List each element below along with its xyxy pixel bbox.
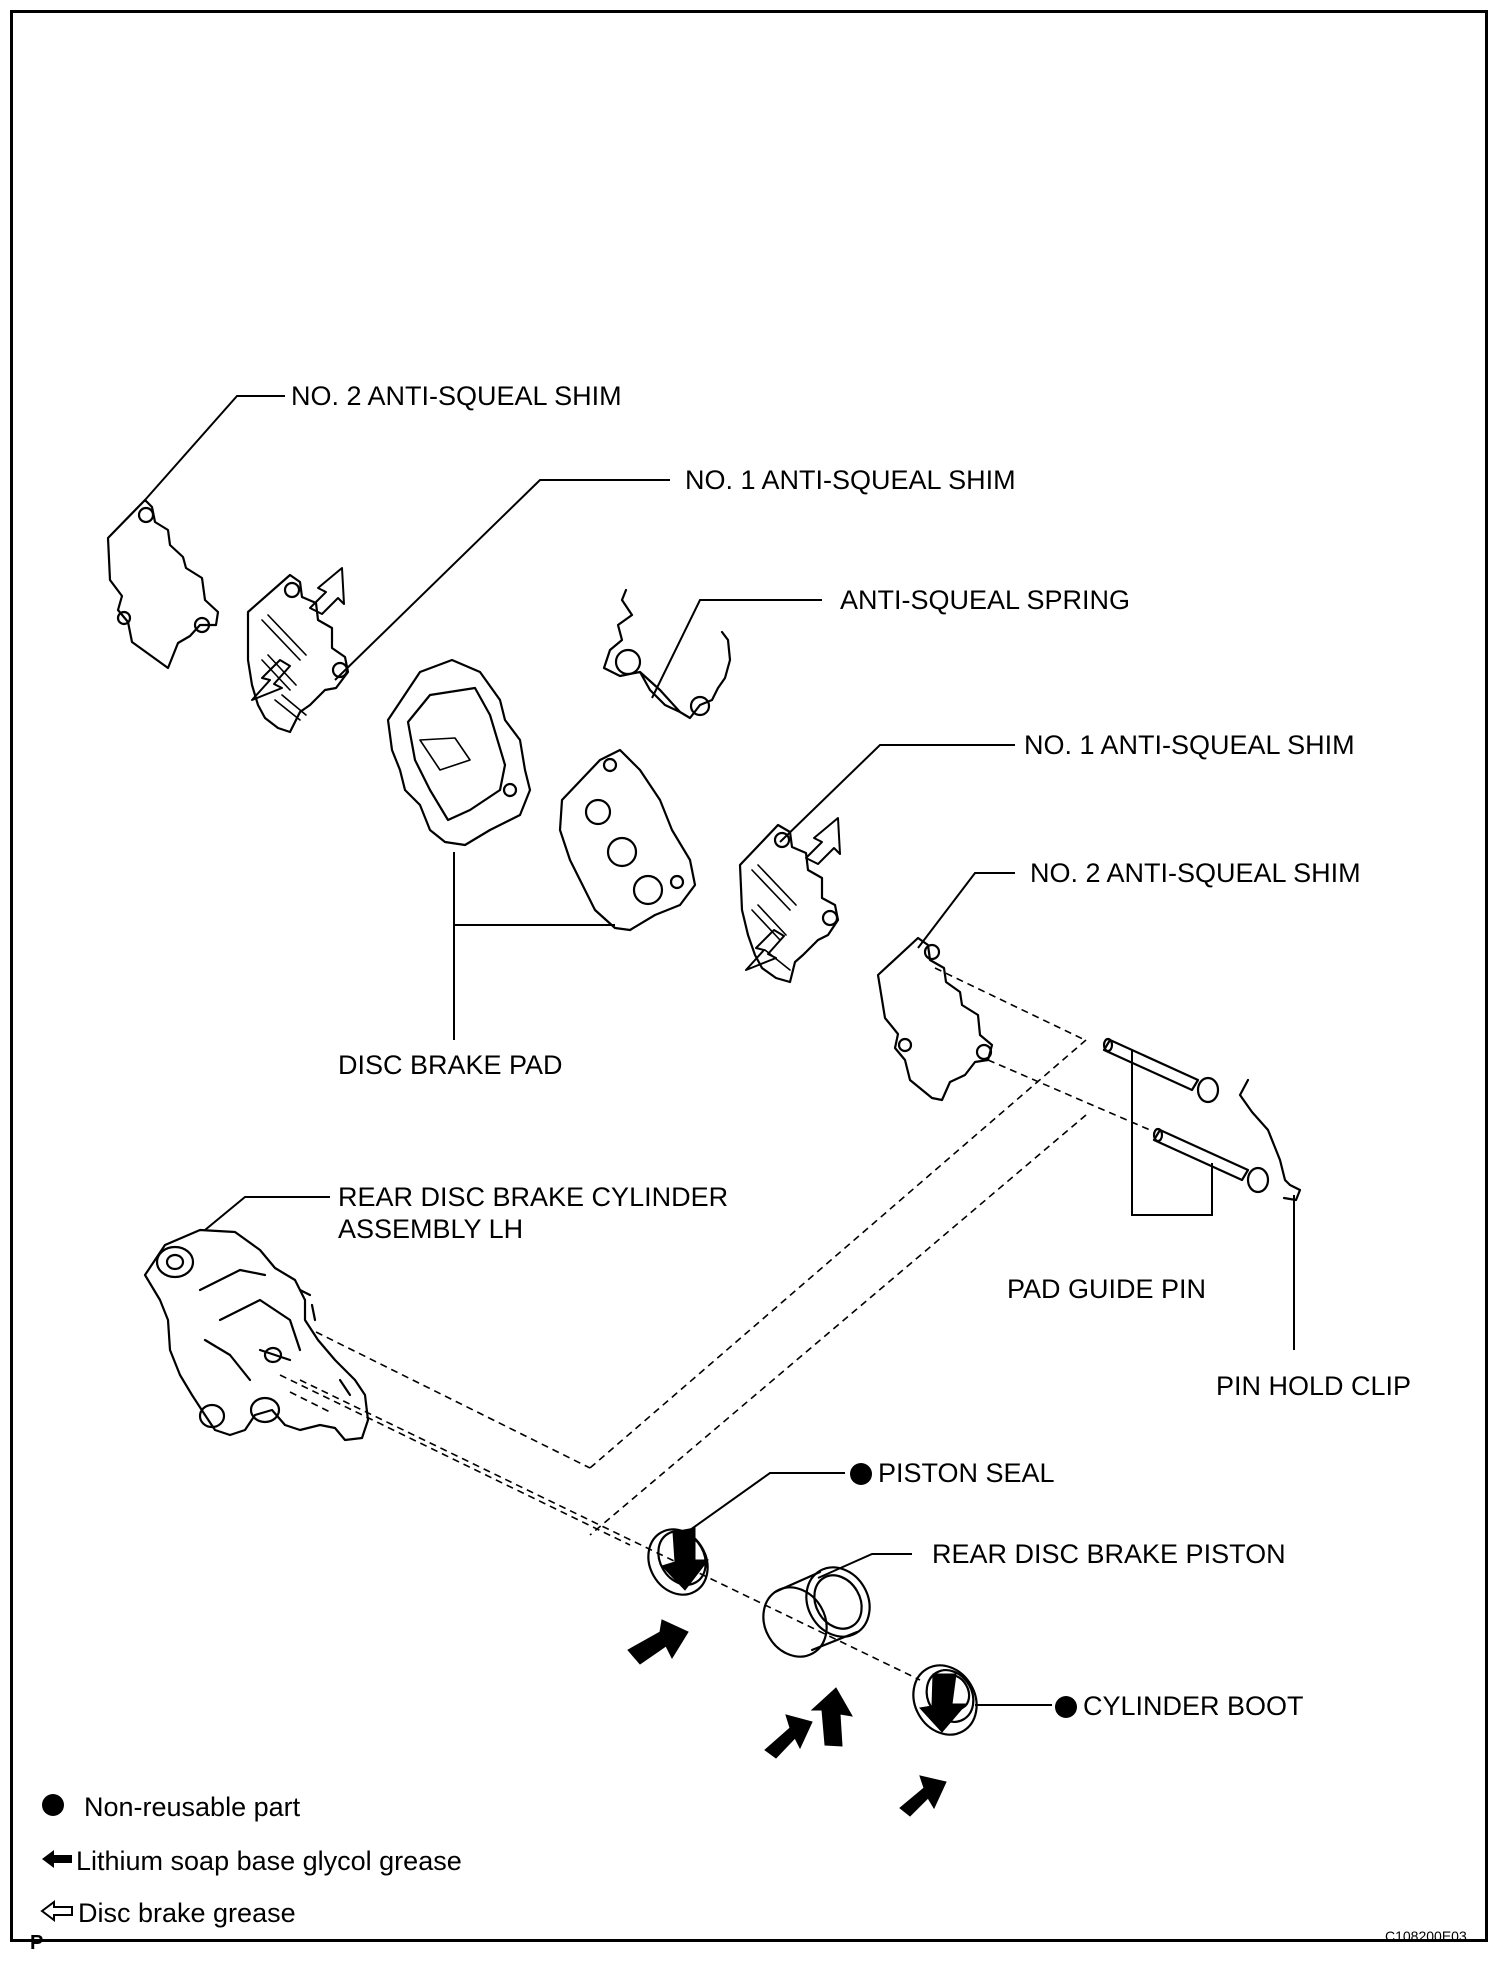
rear-disc-brake-piston (762, 1566, 871, 1658)
label-no1-anti-squeal-shim-top: NO. 1 ANTI-SQUEAL SHIM (685, 465, 1016, 495)
non-reusable-dot-icon (1055, 1696, 1077, 1718)
pin-hold-clip (1238, 1078, 1302, 1202)
lithium-arrow-piston-2 (810, 1687, 853, 1747)
disc-grease-arrow-1 (309, 567, 345, 615)
legend-disc-grease-text: Disc brake grease (78, 1898, 296, 1928)
leader-disc-brake-pad (453, 852, 615, 1040)
legend-non-reusable: Non-reusable part (40, 1792, 300, 1823)
filled-circle-icon (40, 1792, 84, 1823)
label-piston-seal: PISTON SEAL (850, 1457, 1055, 1489)
label-anti-squeal-spring: ANTI-SQUEAL SPRING (840, 585, 1131, 615)
label-pad-guide-pin: PAD GUIDE PIN (1007, 1274, 1207, 1304)
leader-pad-guide-pin (1131, 1050, 1213, 1216)
label-rear-disc-brake-piston: REAR DISC BRAKE PISTON (932, 1539, 1286, 1569)
legend-disc-grease: Disc brake grease (40, 1898, 296, 1929)
corner-letter: P (30, 1932, 44, 1954)
non-reusable-dot-icon (850, 1463, 872, 1485)
disc-brake-pad-1 (386, 658, 532, 847)
label-no1-anti-squeal-shim-right: NO. 1 ANTI-SQUEAL SHIM (1024, 730, 1355, 760)
disc-grease-arrow-2 (251, 659, 291, 701)
lithium-arrow-seal-bottom (627, 1619, 689, 1665)
label-disc-brake-pad: DISC BRAKE PAD (338, 1050, 563, 1080)
anti-squeal-spring (602, 588, 732, 720)
no1-shim-right (738, 823, 840, 984)
lithium-arrow-boot-top (919, 1673, 968, 1733)
no1-shim-left (246, 573, 350, 734)
label-cylinder-boot: CYLINDER BOOT (1055, 1690, 1304, 1722)
label-no2-anti-squeal-shim-top: NO. 2 ANTI-SQUEAL SHIM (291, 381, 622, 411)
no2-shim-right (876, 936, 994, 1102)
label-piston-seal-text: PISTON SEAL (878, 1458, 1055, 1488)
leader-no1-shim-top (334, 479, 670, 681)
legend-lithium-grease: Lithium soap base glycol grease (40, 1846, 462, 1877)
solid-arrow-icon (40, 1846, 76, 1877)
figure-code: C108200E03 (1385, 1928, 1467, 1944)
legend-non-reusable-text: Non-reusable part (84, 1792, 301, 1822)
label-cylinder-line1: REAR DISC BRAKE CYLINDER (338, 1182, 729, 1212)
disc-grease-arrow-3 (805, 817, 841, 865)
lithium-arrow-seal-top (661, 1527, 710, 1591)
label-cylinder-line2: ASSEMBLY LH (338, 1214, 524, 1244)
leader-no2-shim-right (917, 872, 1015, 949)
pad-guide-pin-upper (1102, 1037, 1220, 1104)
outline-arrow-icon (40, 1898, 78, 1929)
disc-brake-pad-2 (558, 748, 697, 932)
leader-cylinder (204, 1196, 330, 1231)
diagram-frame (10, 10, 1488, 1942)
lithium-arrow-boot-bottom (899, 1775, 947, 1817)
cylinder-assembly (143, 1228, 370, 1442)
leader-no2-shim-top (144, 395, 285, 501)
label-pin-hold-clip: PIN HOLD CLIP (1216, 1371, 1412, 1401)
leader-piston (817, 1553, 912, 1579)
no2-shim-left (106, 498, 220, 670)
leader-spring (651, 599, 822, 699)
piston-seal (647, 1528, 709, 1596)
leader-no1-shim-right (779, 744, 1015, 843)
lithium-arrow-piston-1 (764, 1714, 813, 1759)
label-no2-anti-squeal-shim-right: NO. 2 ANTI-SQUEAL SHIM (1030, 858, 1361, 888)
leader-piston-seal (689, 1472, 845, 1531)
pad-guide-pin-lower (1152, 1127, 1270, 1194)
label-cylinder-boot-text: CYLINDER BOOT (1083, 1691, 1304, 1721)
disc-grease-arrow-4 (745, 929, 785, 971)
legend-lithium-grease-text: Lithium soap base glycol grease (76, 1846, 462, 1876)
